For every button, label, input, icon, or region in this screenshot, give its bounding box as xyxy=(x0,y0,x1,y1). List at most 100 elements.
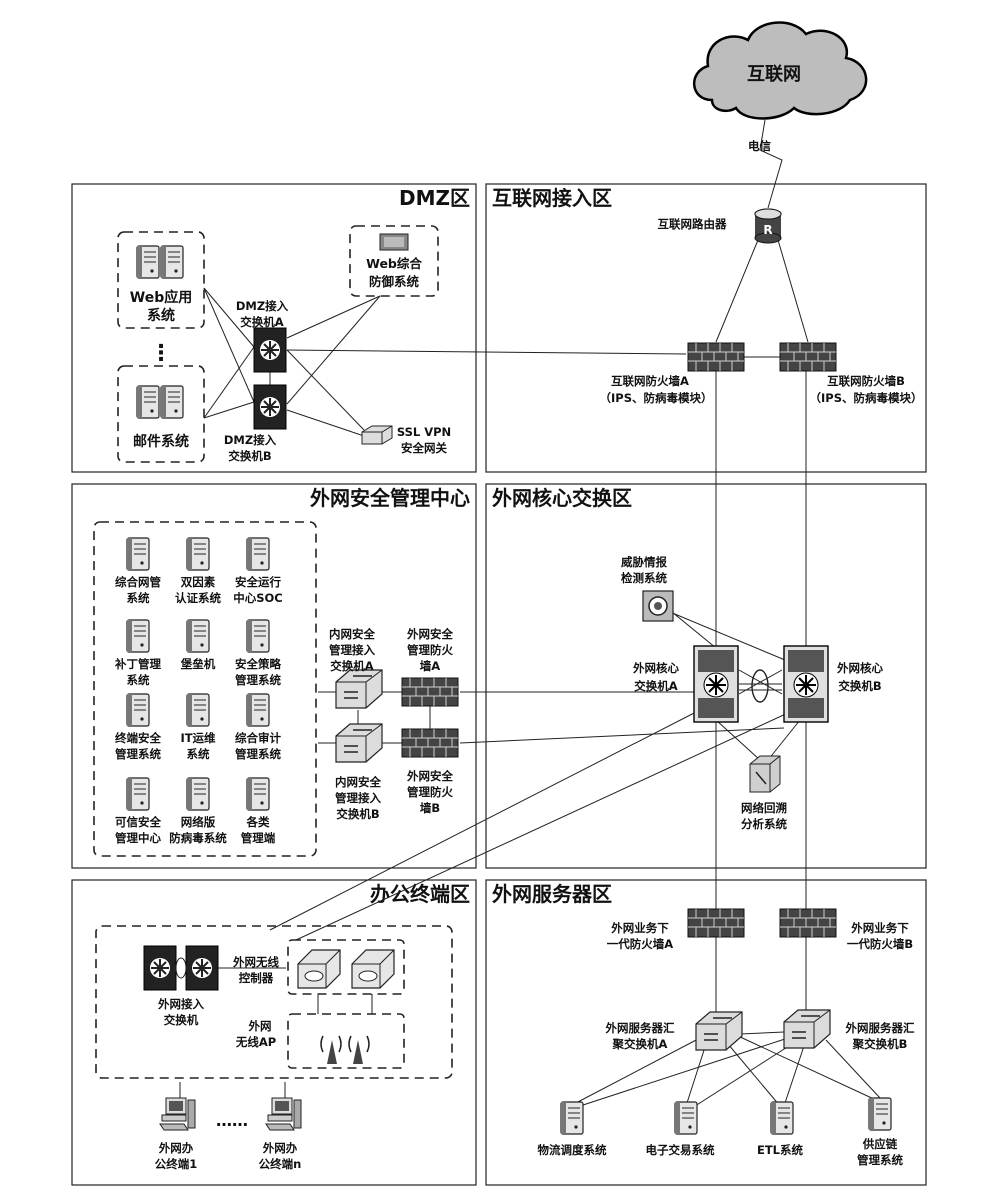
mgmt-system-label: 系统 xyxy=(127,673,150,687)
mgmt-system-label: 安全策略 xyxy=(235,657,281,671)
mgmt-system-label: 管理系统 xyxy=(115,747,161,761)
mgmt-system-label: 管理系统 xyxy=(235,747,281,761)
inner-sec-switch-b-label-1: 内网安全 xyxy=(335,775,381,789)
telecom-link-label: 电信 xyxy=(748,139,771,153)
server-agg-switch-a-label-2: 聚交换机A xyxy=(612,1037,668,1051)
mgmt-system-label: 补丁管理 xyxy=(114,657,161,671)
mgmt-system-label: IT运维 xyxy=(180,731,216,745)
security-mgmt-systems: 综合网管系统双因素认证系统安全运行中心SOC补丁管理系统堡垒机安全策略管理系统终… xyxy=(114,537,283,845)
dmz-switch-b-label-2: 交换机B xyxy=(228,449,271,463)
zone-office xyxy=(71,879,477,1186)
ssl-vpn-label-2: 安全网关 xyxy=(401,441,447,455)
web-app-label-1: Web应用 xyxy=(130,289,192,306)
core-switch-b-label-2: 交换机B xyxy=(838,679,881,693)
mgmt-server-icon xyxy=(126,777,150,811)
office-pc-n-icon xyxy=(265,1097,302,1131)
router-icon: R xyxy=(754,208,782,244)
threat-detection-label-1: 威胁情报 xyxy=(621,555,667,569)
zone-server-title: 外网服务器区 xyxy=(492,882,612,906)
ssl-vpn-gateway-icon xyxy=(361,425,393,445)
mgmt-server-icon xyxy=(186,777,210,811)
mgmt-system-label: 双因素 xyxy=(180,575,216,589)
core-switch-a-label-1: 外网核心 xyxy=(632,661,679,675)
vertical-ellipsis: ⋮ xyxy=(150,341,172,366)
e-trading-server-label: 电子交易系统 xyxy=(646,1143,715,1157)
logistics-server-label: 物流调度系统 xyxy=(538,1143,607,1157)
mgmt-system-label: 网络版 xyxy=(181,815,216,829)
mgmt-server-icon xyxy=(186,619,210,653)
mail-label: 邮件系统 xyxy=(133,433,189,450)
core-switch-a-icon xyxy=(693,645,739,723)
office-pc-1-label-2: 公终端1 xyxy=(155,1157,198,1171)
inner-sec-switch-a-label-2: 管理接入 xyxy=(329,643,375,657)
outer-sec-firewall-a-label-1: 外网安全 xyxy=(406,627,453,641)
supply-chain-label-2: 管理系统 xyxy=(857,1153,903,1167)
outer-sec-firewall-a-icon xyxy=(401,677,459,707)
ssl-vpn-label-1: SSL VPN xyxy=(397,425,451,439)
outer-sec-firewall-a-label-2: 管理防火 xyxy=(407,643,453,657)
office-access-switch-icon-2 xyxy=(185,945,219,991)
zone-security-center-title: 外网安全管理中心 xyxy=(310,486,470,510)
outer-sec-firewall-b-label-3: 墙B xyxy=(420,801,440,815)
mgmt-system-label: 综合审计 xyxy=(235,731,281,745)
wireless-ap-icon xyxy=(320,1035,370,1064)
office-pc-ellipsis: …… xyxy=(216,1111,248,1130)
mgmt-system-label: 管理端 xyxy=(241,831,276,845)
network-trace-label-2: 分析系统 xyxy=(741,817,787,831)
wireless-ap-group xyxy=(287,1013,405,1069)
wireless-controller-icon-2 xyxy=(351,949,395,989)
mgmt-server-icon xyxy=(186,537,210,571)
office-access-switch-label-2: 交换机 xyxy=(164,1013,199,1027)
biz-firewall-a-label-2: 一代防火墙A xyxy=(607,937,673,951)
web-defense-label-1: Web综合 xyxy=(366,256,422,271)
etl-server-icon xyxy=(770,1101,794,1135)
inner-sec-switch-b-icon xyxy=(335,723,383,763)
web-app-server-icon-2 xyxy=(160,245,184,279)
web-defense-group xyxy=(349,225,439,297)
mgmt-server-icon xyxy=(246,777,270,811)
mgmt-server-icon xyxy=(126,619,150,653)
threat-detection-label-2: 检测系统 xyxy=(621,571,667,585)
mgmt-system-label: 安全运行 xyxy=(235,575,281,589)
dmz-switch-a-label-2: 交换机A xyxy=(240,315,283,329)
office-pc-1-icon xyxy=(159,1097,196,1131)
supply-chain-label-1: 供应链 xyxy=(862,1137,898,1151)
server-agg-switch-a-label-1: 外网服务器汇 xyxy=(605,1021,675,1035)
mgmt-system-label: 认证系统 xyxy=(175,591,221,605)
mgmt-system-label: 可信安全 xyxy=(115,815,161,829)
web-defense-icon xyxy=(379,233,409,251)
security-mgmt-group xyxy=(93,521,317,857)
office-access-switch-icon-1 xyxy=(143,945,177,991)
threat-detection-icon xyxy=(642,590,674,622)
inner-sec-switch-b-label-3: 交换机B xyxy=(336,807,379,821)
dmz-switch-a-icon xyxy=(253,327,287,373)
internet-firewall-b-label-1: 互联网防火墙B xyxy=(827,374,905,388)
core-switch-a-label-2: 交换机A xyxy=(634,679,677,693)
server-agg-switch-b-icon xyxy=(783,1009,831,1049)
server-agg-switch-b-label-2: 聚交换机B xyxy=(852,1037,908,1051)
mail-group xyxy=(117,365,205,463)
zone-core xyxy=(485,483,927,869)
office-pc-n-label-1: 外网办 xyxy=(262,1141,298,1155)
core-switch-b-label-1: 外网核心 xyxy=(836,661,883,675)
outer-sec-firewall-b-label-2: 管理防火 xyxy=(407,785,453,799)
zone-internet-access xyxy=(485,183,927,473)
wireless-controller-group xyxy=(287,939,405,995)
mail-server-icon xyxy=(136,385,160,419)
web-app-server-icon xyxy=(136,245,160,279)
zone-office-title: 办公终端区 xyxy=(370,882,470,906)
mgmt-system-label: 中心SOC xyxy=(233,591,283,605)
mgmt-system-label: 系统 xyxy=(127,591,150,605)
mgmt-system-label: 系统 xyxy=(187,747,210,761)
web-app-label-2: 系统 xyxy=(147,307,175,324)
biz-firewall-b-label-2: 一代防火墙B xyxy=(847,937,913,951)
dmz-switch-a-label-1: DMZ接入 xyxy=(236,299,289,313)
network-trace-label-1: 网络回溯 xyxy=(741,801,787,815)
server-agg-switch-a-icon xyxy=(695,1011,743,1051)
inner-sec-switch-b-label-2: 管理接入 xyxy=(335,791,381,805)
zone-internet-access-title: 互联网接入区 xyxy=(492,186,612,210)
wireless-controller-icon-1 xyxy=(297,949,341,989)
wireless-controller-label-1: 外网无线 xyxy=(232,955,279,969)
outer-sec-firewall-a-label-3: 墙A xyxy=(420,659,440,673)
